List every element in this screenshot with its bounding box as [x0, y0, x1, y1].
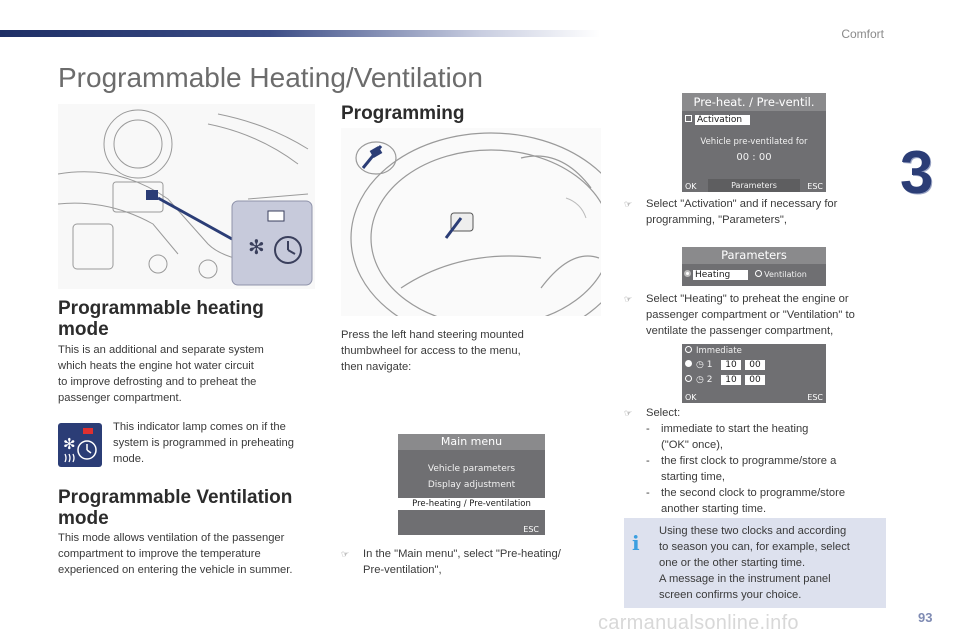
ventilation-description: This mode allows ventilation of the pass… [58, 532, 293, 576]
clock-ok[interactable]: OK [685, 393, 697, 402]
preheat-time: 00 : 00 [736, 152, 772, 163]
radio-icon[interactable] [755, 270, 763, 277]
clock2-row[interactable]: ◷ 2 10 00 [685, 375, 765, 388]
parameters-button[interactable]: Parameters [708, 179, 800, 192]
menu-item-vehicle-parameters[interactable]: Vehicle parameters [427, 464, 516, 474]
radio-icon[interactable] [685, 375, 692, 382]
radio-selected-icon[interactable] [685, 360, 692, 367]
activation-option[interactable]: Activation [695, 115, 751, 125]
step-activation: ☞ Select "Activation" and if necessary f… [624, 198, 838, 226]
preheat-ok[interactable]: OK [685, 182, 697, 191]
arrow-icon: ☞ [341, 549, 350, 559]
main-menu-title: Main menu [398, 434, 545, 450]
clock2-label: 2 [706, 375, 713, 385]
arrow-icon: ☞ [624, 294, 633, 304]
checkbox-icon[interactable] [685, 115, 692, 122]
clock1-hours[interactable]: 10 [721, 360, 741, 370]
clock1-label: 1 [706, 360, 713, 370]
main-menu-screen: Main menu Vehicle parameters Display adj… [398, 434, 545, 535]
clock2-minutes[interactable]: 00 [745, 375, 765, 385]
page-number: 93 [918, 610, 933, 625]
radio-icon[interactable] [685, 346, 692, 353]
svg-text:✻: ✻ [248, 235, 265, 259]
header-bar [0, 30, 600, 37]
ventilation-option[interactable]: Ventilation [764, 270, 807, 279]
step-heating: ☞ Select "Heating" to preheat the engine… [624, 293, 855, 337]
menu-item-pre-heating[interactable]: Pre-heating / Pre-ventilation [398, 498, 545, 510]
clock-esc[interactable]: ESC [807, 393, 823, 402]
dashboard-illustration: ✻ [58, 104, 315, 289]
clock2-hours[interactable]: 10 [721, 375, 741, 385]
preheat-title: Pre-heat. / Pre-ventil. [682, 93, 826, 111]
clock-icon: ◷ [696, 360, 704, 370]
programming-heading: Programming [341, 103, 465, 124]
immediate-row[interactable]: Immediate [685, 346, 742, 356]
immediate-option[interactable]: Immediate [696, 346, 742, 356]
page-title: Programmable Heating/Ventilation [58, 62, 483, 93]
preheat-screen: Pre-heat. / Pre-ventil. Activation Vehic… [682, 93, 826, 192]
main-menu-esc[interactable]: ESC [523, 525, 539, 534]
heating-description: This is an additional and separate syste… [58, 344, 264, 404]
step-select: ☞ Select: [624, 407, 681, 419]
arrow-icon: ☞ [624, 408, 633, 418]
chapter-number: 3 [900, 139, 933, 206]
preheat-esc[interactable]: ESC [807, 182, 823, 191]
clock1-row[interactable]: ◷ 1 10 00 [685, 360, 765, 373]
preheating-lamp-icon: ✻ [58, 423, 102, 467]
preheat-status: Vehicle pre-ventilated for [700, 137, 808, 147]
step-main-menu: ☞ In the "Main menu", select "Pre-heatin… [341, 548, 561, 576]
info-icon: i [632, 531, 640, 555]
heating-option[interactable]: Heating [693, 270, 749, 280]
parameters-title: Parameters [682, 247, 826, 264]
clock-screen: Immediate ◷ 1 10 00 ◷ 2 10 00 OK ESC [682, 344, 826, 403]
dashboard-drawing: ✻ [58, 104, 315, 289]
steering-wheel-drawing [341, 128, 601, 316]
radio-selected-icon[interactable] [684, 270, 691, 277]
select-options: -immediate to start the heating("OK" onc… [646, 423, 846, 515]
steering-wheel-illustration [341, 128, 601, 316]
clock1-minutes[interactable]: 00 [745, 360, 765, 370]
activation-row[interactable]: Activation [685, 115, 751, 127]
svg-text:✻: ✻ [63, 435, 76, 453]
section-label: Comfort [841, 27, 884, 41]
arrow-icon: ☞ [624, 199, 633, 209]
parameters-screen: Parameters Heating Ventilation [682, 247, 826, 286]
watermark: carmanualsonline.info [598, 612, 799, 634]
clock-icon: ◷ [696, 375, 704, 385]
menu-item-display-adjustment[interactable]: Display adjustment [427, 480, 516, 490]
